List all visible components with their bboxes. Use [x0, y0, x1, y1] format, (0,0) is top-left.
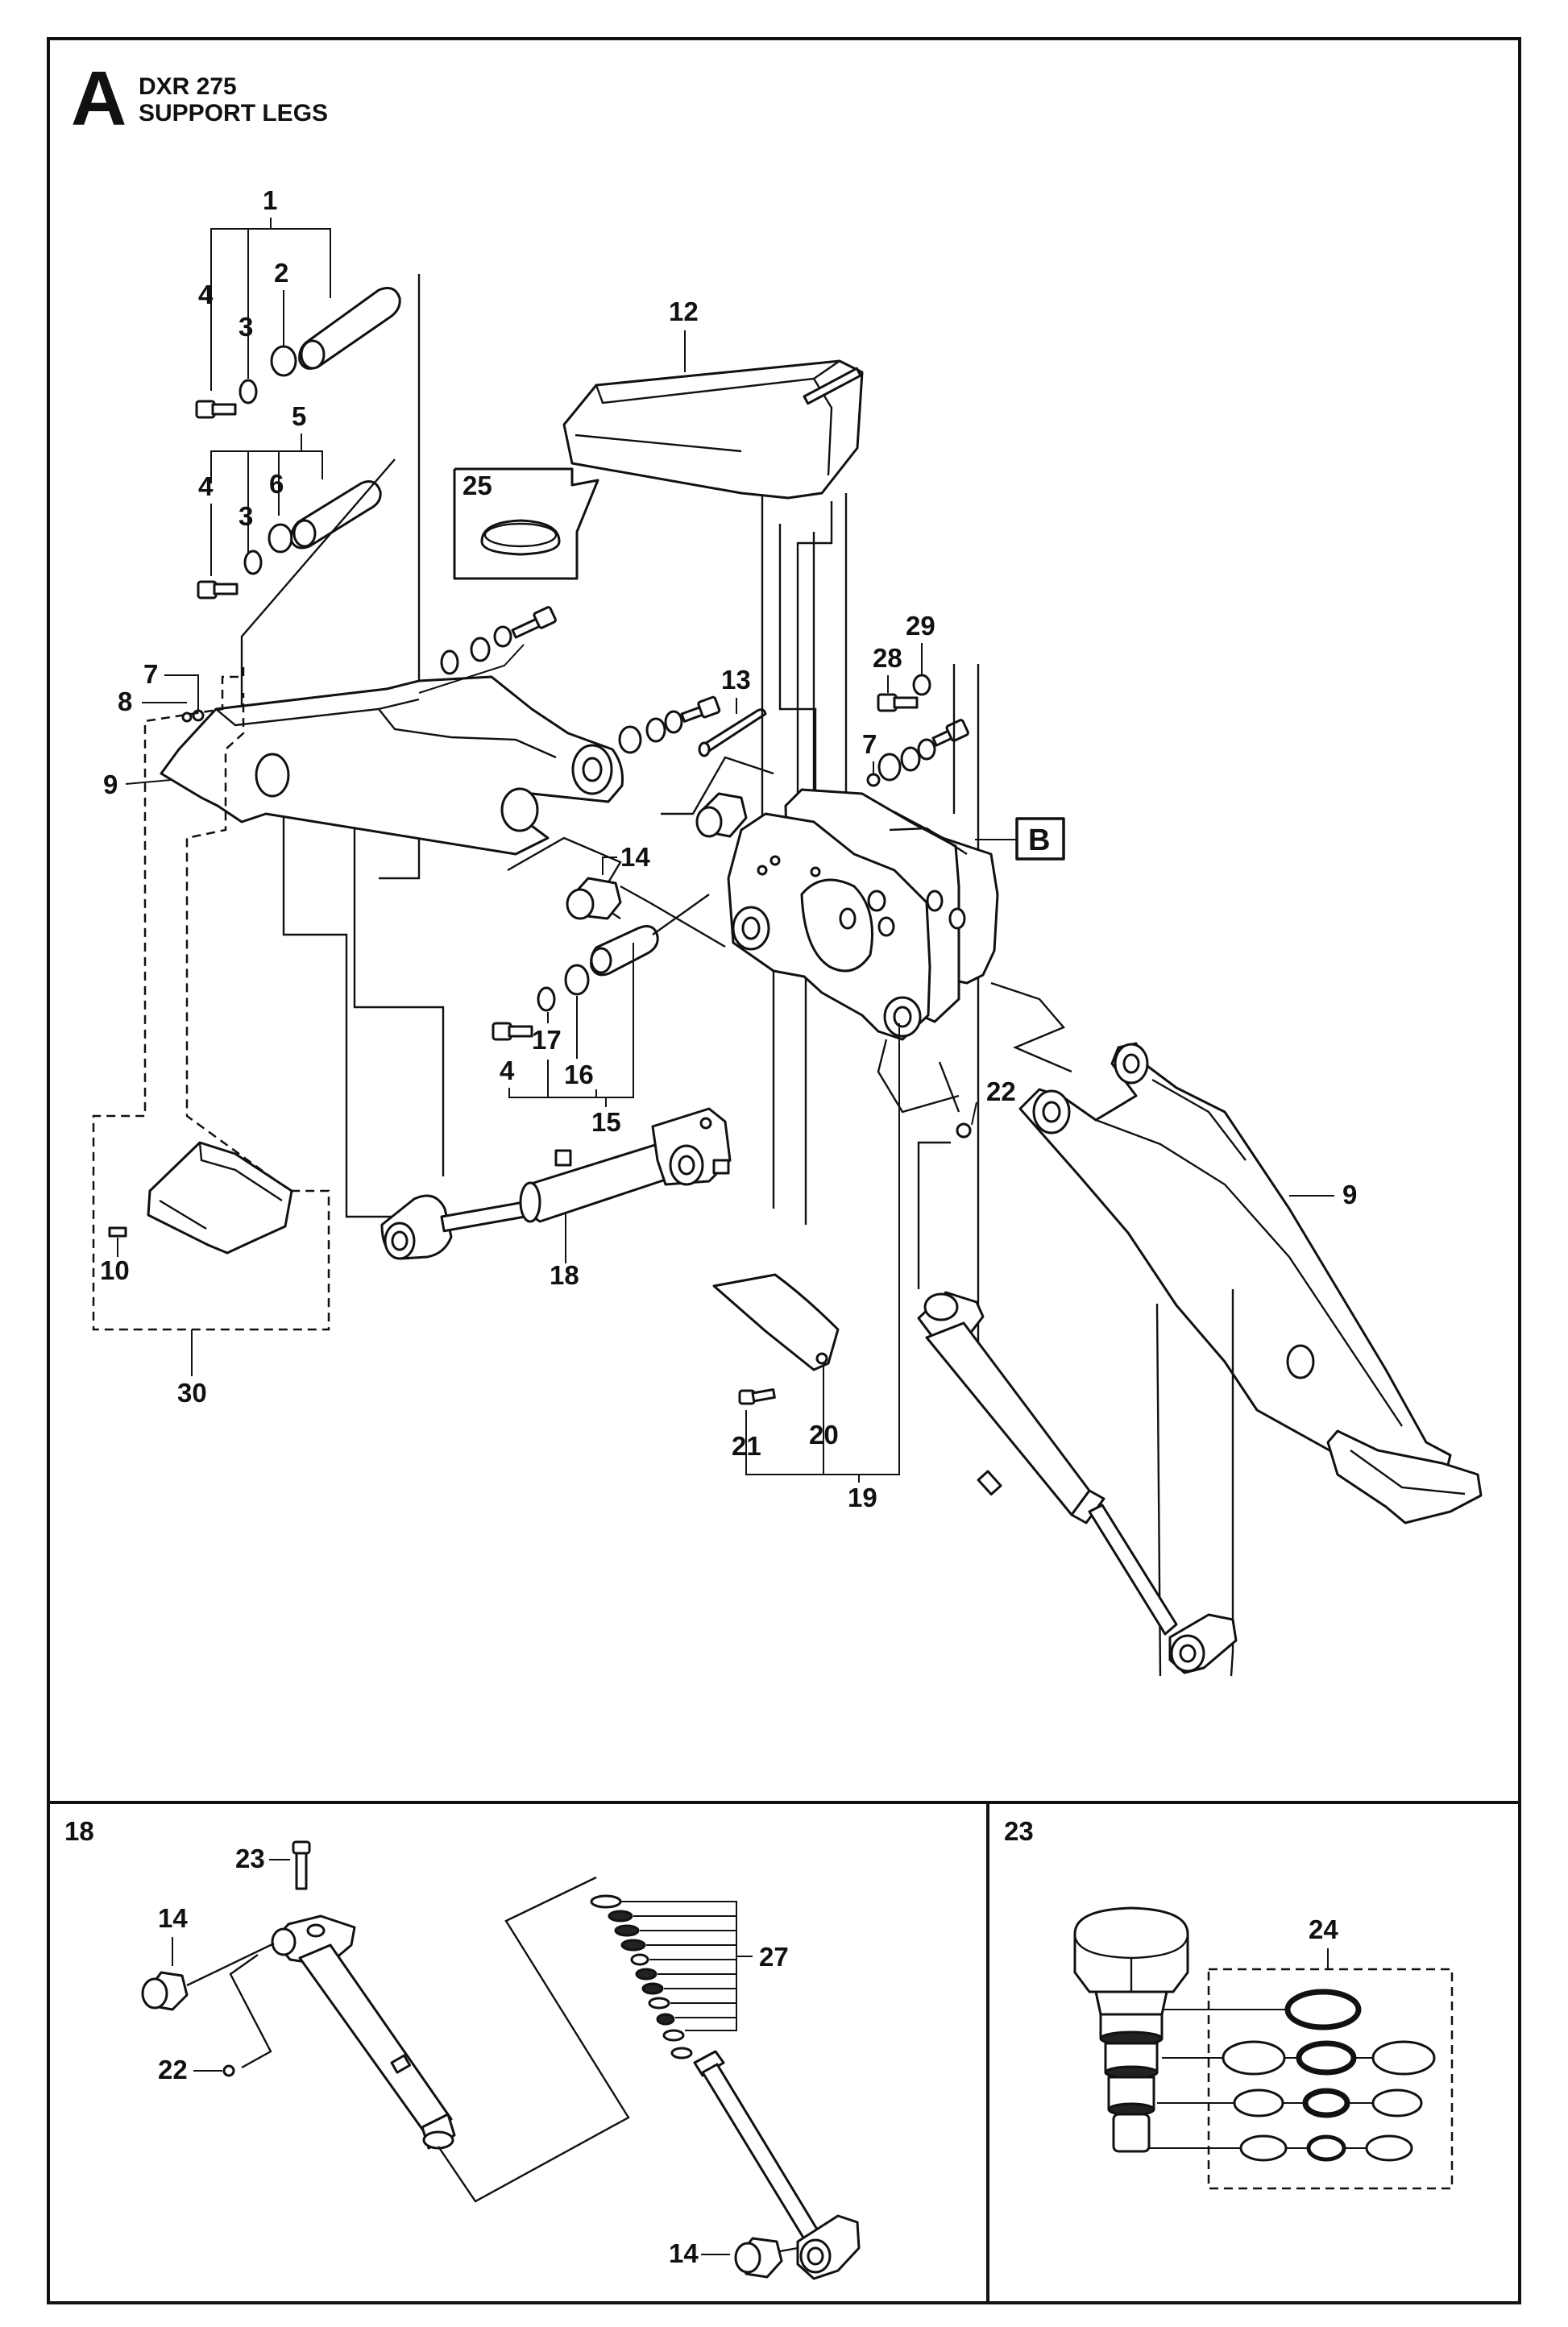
callout-19: 19: [848, 1483, 877, 1512]
foot-pad: [147, 1141, 293, 1255]
callout-17: 17: [532, 1025, 562, 1055]
callout-3b: 3: [239, 501, 253, 531]
callout-22: 22: [986, 1076, 1016, 1106]
section-letter: A: [71, 56, 127, 142]
cover-guard: [562, 359, 864, 500]
model-name: DXR 275: [139, 73, 237, 100]
callout-4: 4: [198, 280, 214, 309]
callout-16: 16: [564, 1060, 594, 1089]
cylinder-barrel-detail: [271, 1914, 456, 2150]
washer-part: [564, 964, 590, 996]
pivot-hole: [500, 787, 539, 832]
callout-9-right: 9: [1342, 1180, 1357, 1209]
callout-13: 13: [721, 665, 751, 695]
mounting-plate-assembly: [727, 788, 999, 1041]
detail-18-number: 18: [64, 1816, 94, 1846]
kit-5-group: 5 4 3 6: [197, 401, 382, 599]
outer-frame: [47, 37, 1521, 2304]
bushing: [734, 2237, 783, 2279]
exploded-line: [379, 274, 421, 880]
bolt-part: [492, 1022, 533, 1041]
bushing: [566, 877, 622, 920]
cap-part: [480, 519, 561, 556]
callout-28: 28: [873, 643, 902, 673]
callout-7-right: 7: [862, 729, 877, 759]
leg-arm-upper: [160, 675, 624, 856]
exploded-line: [661, 756, 774, 815]
check-valve-detail: [1073, 1906, 1189, 2153]
callout-30: 30: [177, 1378, 207, 1408]
callout-5: 5: [292, 401, 306, 431]
callout-12: 12: [669, 297, 699, 326]
kit-15-group: 17 16 4 15: [492, 894, 710, 1137]
long-pin: [698, 708, 767, 757]
callout-14-detail-bottom: 14: [669, 2238, 699, 2268]
callout-23: 23: [235, 1844, 265, 1873]
bushing: [141, 1971, 189, 2011]
small-plate: [712, 1273, 840, 1371]
exploded-line: [877, 1039, 960, 1114]
callout-15: 15: [591, 1107, 621, 1137]
screw: [738, 1387, 776, 1405]
exploded-line: [620, 885, 726, 948]
callout-25: 25: [463, 471, 492, 500]
piston-rod-detail: [590, 1894, 861, 2280]
exploded-line: [796, 501, 833, 834]
pin-part: [590, 925, 659, 977]
leg-arm-lower: [1018, 1042, 1483, 1524]
callout-10: 10: [100, 1255, 130, 1285]
callout-8: 8: [118, 686, 132, 716]
callout-9-left: 9: [103, 769, 118, 799]
bolt-part: [195, 400, 237, 419]
seal-kit-leader: [620, 1901, 753, 2031]
callout-14-detail-top: 14: [158, 1903, 188, 1933]
detail-23-number: 23: [1004, 1816, 1034, 1846]
fastener-stack: [618, 695, 721, 754]
group-30-outline: [92, 667, 330, 1331]
callout-4b: 4: [198, 471, 214, 501]
callout-2: 2: [274, 258, 288, 288]
callout-b-box: [1015, 817, 1065, 861]
seal-kit-outline: [1207, 1968, 1454, 2190]
exploded-line: [282, 814, 427, 1218]
pivot-hole: [255, 753, 290, 798]
washer-part: [243, 550, 263, 575]
page-title: SUPPORT LEGS: [139, 100, 328, 127]
callout-29: 29: [906, 611, 935, 641]
bolt-part: [197, 580, 239, 599]
callout-4c: 4: [500, 1056, 515, 1085]
washer-part: [537, 986, 556, 1012]
bushing: [695, 792, 748, 838]
fastener-stack: [418, 606, 557, 694]
kit-1-group: 1 4 3 2: [195, 185, 401, 419]
inset-25: 25: [453, 467, 599, 580]
fastener-stack: [866, 719, 969, 787]
callout-6: 6: [269, 469, 284, 499]
hydraulic-cylinder-right: [917, 1291, 1238, 1674]
washer-part: [239, 379, 258, 404]
callout-22-detail: 22: [158, 2055, 188, 2084]
fastener-stack: [877, 674, 931, 712]
callout-14: 14: [620, 842, 650, 872]
callout-b: B: [1028, 823, 1050, 857]
nut-part: [270, 345, 297, 377]
callout-27: 27: [759, 1942, 789, 1972]
hydraulic-cylinder-left: [380, 1107, 732, 1260]
nut-part: [268, 523, 293, 554]
bleed-screw: [292, 1840, 311, 1890]
exploded-line: [353, 814, 445, 1176]
callout-24: 24: [1309, 1914, 1338, 1944]
callout-3: 3: [239, 312, 253, 342]
pin-part: [290, 480, 382, 550]
seal-kit-24: 24: [1149, 1914, 1454, 2190]
callout-18: 18: [550, 1260, 579, 1290]
pin-part: [298, 287, 401, 370]
callout-1: 1: [263, 185, 277, 215]
callout-7: 7: [143, 659, 158, 689]
exploded-line: [990, 981, 1072, 1073]
exploded-line: [438, 1876, 630, 2203]
exploded-line: [917, 1141, 951, 1289]
exploded-line: [1230, 1289, 1234, 1677]
